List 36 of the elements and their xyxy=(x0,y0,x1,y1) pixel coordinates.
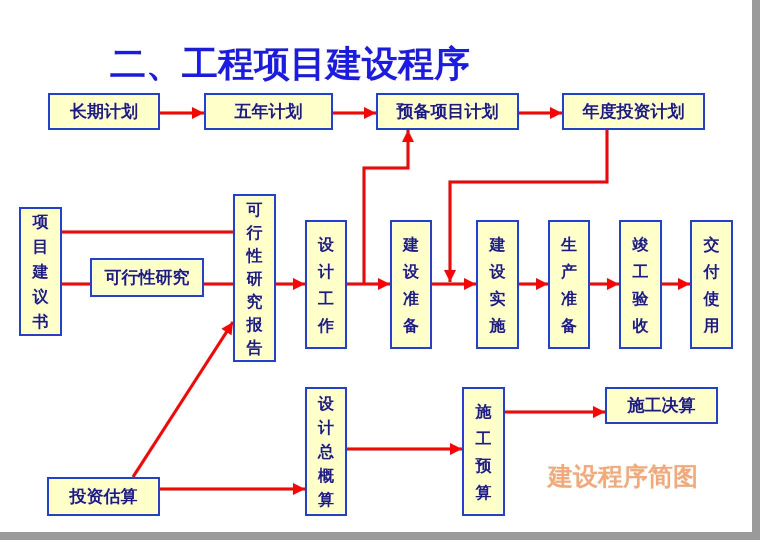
step-box: 长期计划 xyxy=(48,93,160,130)
arrow xyxy=(347,130,414,286)
arrow xyxy=(160,107,204,119)
connector-line xyxy=(62,282,90,286)
arrow xyxy=(505,406,605,418)
step-box: 五年计划 xyxy=(204,93,333,130)
arrow xyxy=(132,321,234,478)
step-box: 投资估算 xyxy=(47,477,160,516)
arrow xyxy=(590,278,619,290)
arrow xyxy=(662,278,690,290)
vertical-step-box: 设计总概算 xyxy=(305,387,347,516)
vertical-step-box: 可行性研究报告 xyxy=(233,194,276,362)
vertical-step-box: 设计工作 xyxy=(305,220,347,349)
arrow xyxy=(519,107,562,119)
vertical-step-box: 交付使用 xyxy=(690,220,733,349)
diagram-caption: 建设程序简图 xyxy=(548,461,698,493)
step-box: 可行性研究 xyxy=(90,258,204,297)
step-box: 年度投资计划 xyxy=(562,93,705,130)
connector-line xyxy=(62,230,233,234)
arrow xyxy=(444,130,608,282)
vertical-step-box: 建设准备 xyxy=(390,220,432,349)
arrow xyxy=(432,278,476,290)
vertical-step-box: 施工预算 xyxy=(462,387,505,516)
arrow xyxy=(276,278,305,290)
step-box: 预备项目计划 xyxy=(376,93,519,130)
arrow xyxy=(519,278,548,290)
title: 二、工程项目建设程序 xyxy=(110,43,470,87)
step-box: 施工决算 xyxy=(605,387,718,424)
vertical-step-box: 竣工验收 xyxy=(619,220,662,349)
arrow xyxy=(347,443,462,455)
connector-line xyxy=(204,282,233,286)
arrow xyxy=(333,107,376,119)
vertical-step-box: 项目建议书 xyxy=(19,207,62,336)
vertical-step-box: 生产准备 xyxy=(548,220,590,349)
arrow xyxy=(160,483,305,495)
vertical-step-box: 建设实施 xyxy=(476,220,519,349)
